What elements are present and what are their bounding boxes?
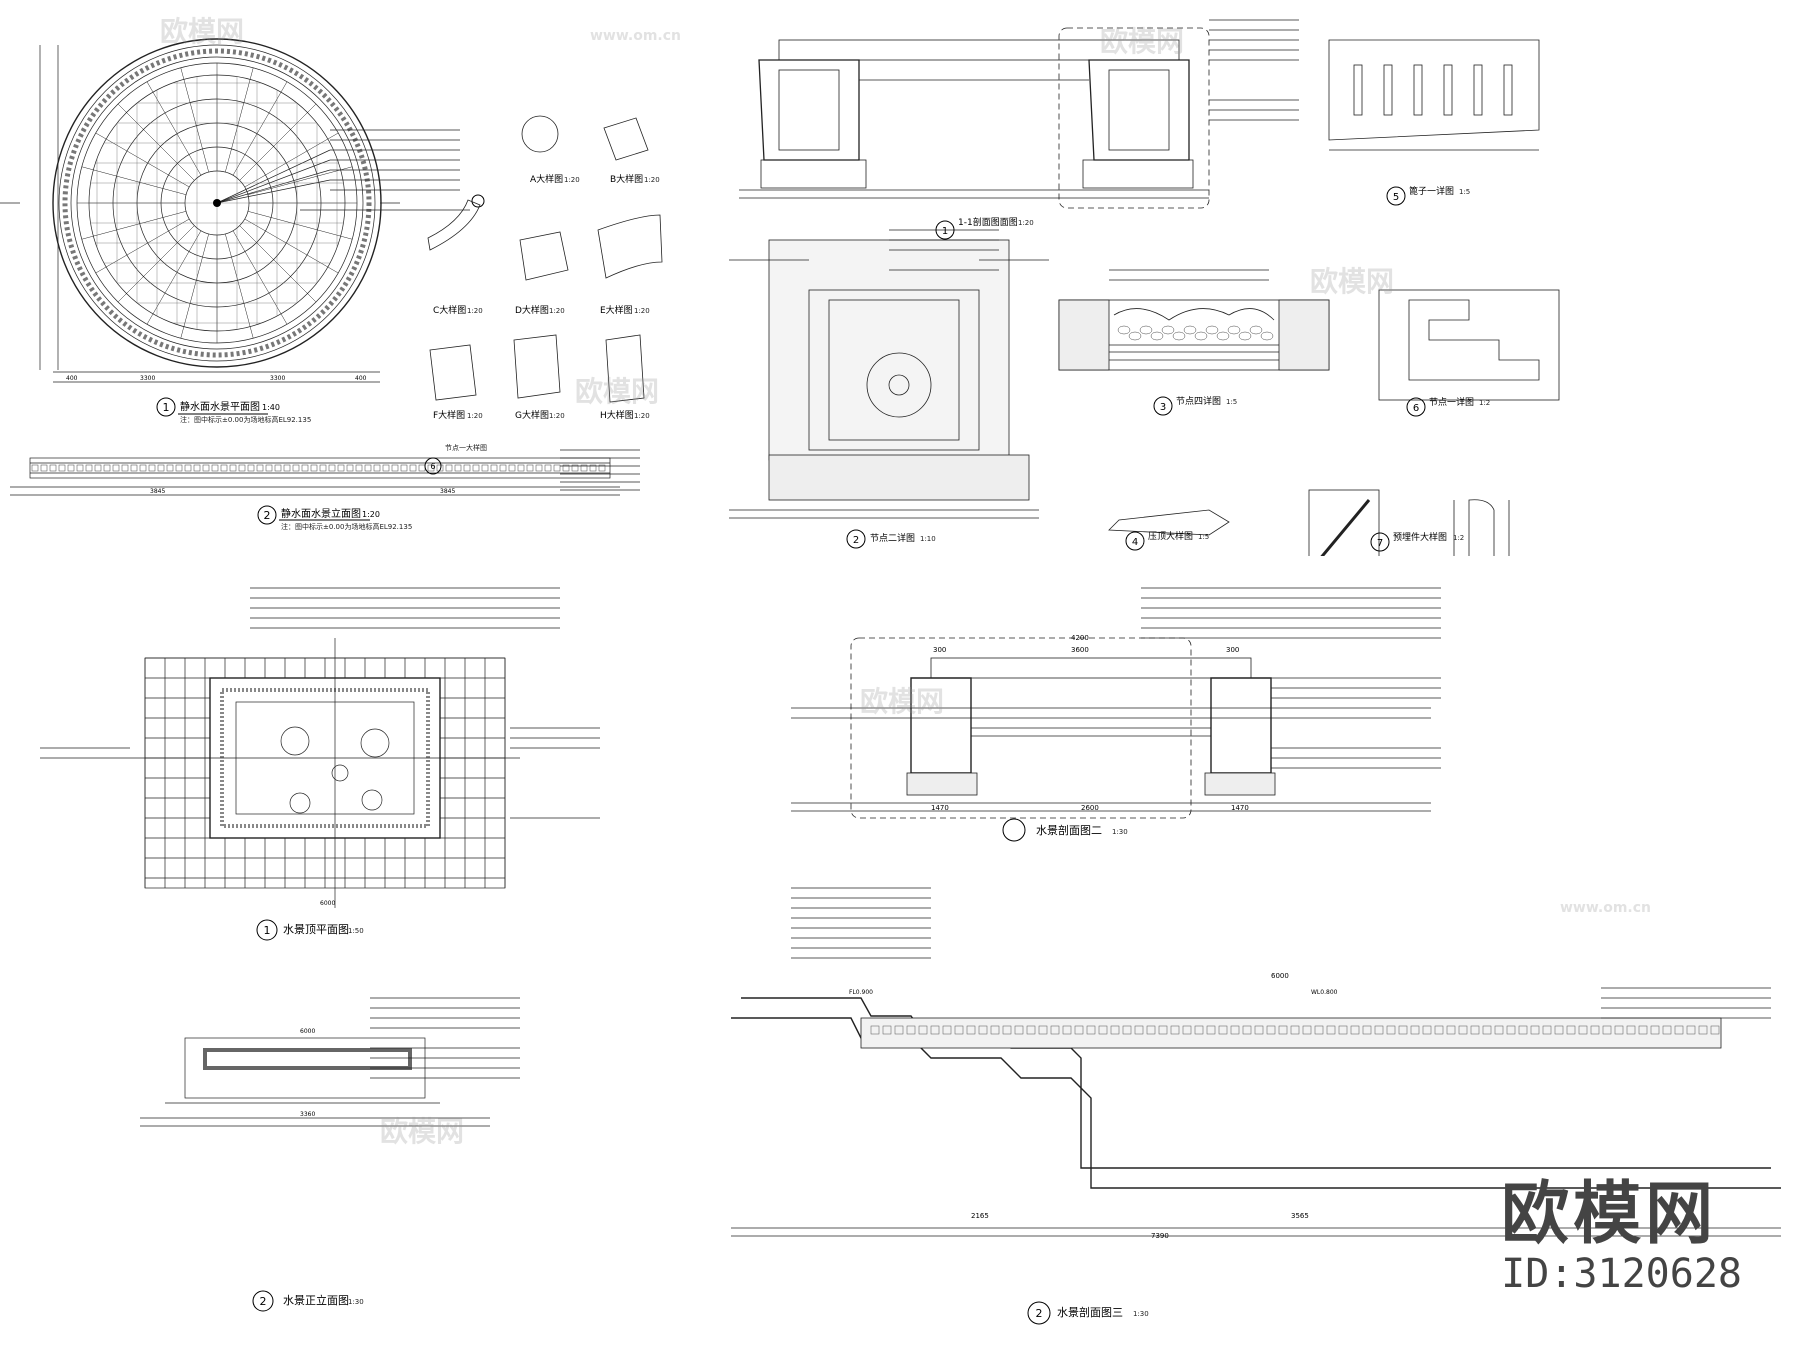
sec3-dim-7390: 7390 [1151, 1232, 1169, 1240]
elevation-title: 静水面水景立面图 [281, 507, 361, 520]
circular-pool-plan: 1 静水面水景平面图 1:40 注：图中标示±0.00为场地标高EL92.135… [0, 38, 663, 531]
rect-plan-scale: 1:50 [348, 927, 364, 935]
section-1-title: 1-1剖面图面图 [958, 216, 1018, 228]
drawing-panel-rect-pool: 1 水景顶平面图 1:50 2 水景正立面图 1:30 6000 3360 60… [0, 578, 656, 1350]
detail-h-title: H大样图 [600, 409, 634, 421]
detail-b-title: B大样图 [610, 173, 643, 185]
section3-title: 水景剖面图三 [1057, 1305, 1123, 1319]
rect-elev-scale: 1:30 [348, 1298, 364, 1306]
elevation-callout-number: 2 [264, 509, 271, 522]
node4-title: 压顶大样图 [1148, 530, 1193, 542]
sec3-dim-3565: 3565 [1291, 1212, 1309, 1220]
rect-elev-number: 2 [260, 1295, 267, 1308]
section-details: 1 1-1剖面图面图 1:20 2 节点二详图 1:10 3 节点四详图 1:5… [729, 19, 1560, 556]
elevation-note: 注：图中标示±0.00为场地标高EL92.135 [281, 522, 412, 531]
detail-f-title: F大样图 [433, 409, 465, 421]
plan-title: 静水面水景平面图 [180, 400, 260, 413]
node3-title: 节点四详图 [1176, 395, 1221, 407]
rect-plan-number: 1 [264, 924, 271, 937]
plan-scale: 1:40 [262, 403, 280, 412]
embed-number: 7 [1377, 538, 1383, 549]
node-callout-text: 节点一大样图 [445, 443, 487, 452]
node-callout-number: 6 [430, 462, 435, 471]
rect-dim-elev-top: 6000 [300, 1028, 315, 1035]
dim-bottom-1: 400 [66, 375, 78, 382]
dim-elev-2: 3845 [440, 488, 455, 495]
node4-scale: 1:5 [1198, 533, 1209, 541]
node4-number: 4 [1132, 537, 1138, 548]
brand-id: ID:3120628 [1501, 1251, 1742, 1297]
detail-g-title: G大样图 [515, 409, 549, 421]
node6-number: 6 [1413, 403, 1419, 414]
waterfeature-sections: 水景剖面图二 1:30 2 水景剖面图三 1:30 4200 3600 300 … [731, 587, 1781, 1325]
node2-number: 2 [853, 535, 859, 546]
detail-c-scale: 1:20 [467, 307, 483, 315]
plan-callout-number: 1 [163, 401, 170, 414]
rect-dim-elev: 3360 [300, 1111, 315, 1118]
node6-scale: 1:2 [1479, 399, 1490, 407]
detail-g-scale: 1:20 [549, 412, 565, 420]
drawing-panel-plan-circle: 1 静水面水景平面图 1:40 注：图中标示±0.00为场地标高EL92.135… [0, 0, 697, 562]
sec2-dim-300b: 300 [1226, 646, 1239, 654]
rect-dim-plan: 6000 [320, 900, 335, 907]
detail-d-title: D大样图 [515, 304, 549, 316]
embed-title: 预埋件大样图 [1393, 531, 1447, 543]
brand-logo-text: 欧模网 [1501, 1175, 1718, 1254]
grate-scale: 1:5 [1459, 188, 1470, 196]
sec2-dim-3600: 3600 [1071, 646, 1089, 654]
dim-elev-1: 3845 [150, 488, 165, 495]
sec2-dim-1470b: 1470 [1231, 804, 1249, 812]
sec3-level-fl: FL0.900 [849, 989, 873, 996]
embed-scale: 1:2 [1453, 534, 1464, 542]
grate-number: 5 [1393, 192, 1399, 203]
detail-d-scale: 1:20 [549, 307, 565, 315]
node3-number: 3 [1160, 402, 1166, 413]
sec3-dim-6000: 6000 [1271, 972, 1289, 980]
dim-bottom-3: 3300 [270, 375, 285, 382]
node2-title: 节点二详图 [870, 532, 915, 544]
rect-plan-title: 水景顶平面图 [283, 923, 349, 936]
node6-title: 节点一详图 [1429, 396, 1474, 408]
detail-c-title: C大样图 [433, 304, 466, 316]
dim-bottom-4: 400 [355, 375, 367, 382]
detail-b-scale: 1:20 [644, 176, 660, 184]
node3-scale: 1:5 [1226, 398, 1237, 406]
node2-scale: 1:10 [920, 535, 936, 543]
sec2-dim-2600: 2600 [1081, 804, 1099, 812]
sec2-dim-1470a: 1470 [931, 804, 949, 812]
dim-bottom-2: 3300 [140, 375, 155, 382]
detail-f-scale: 1:20 [467, 412, 483, 420]
detail-e-scale: 1:20 [634, 307, 650, 315]
rect-pool-plan: 1 水景顶平面图 1:50 2 水景正立面图 1:30 6000 3360 60… [40, 587, 600, 1312]
section3-scale: 1:30 [1133, 1310, 1149, 1318]
detail-a-scale: 1:20 [564, 176, 580, 184]
elevation-scale: 1:20 [362, 510, 380, 519]
detail-e-title: E大样图 [600, 304, 633, 316]
sec2-dim-4200: 4200 [1071, 634, 1089, 642]
sec2-dim-300a: 300 [933, 646, 946, 654]
section2-title: 水景剖面图二 [1036, 823, 1102, 837]
plan-note: 注：图中标示±0.00为场地标高EL92.135 [180, 415, 311, 424]
sec3-dim-2165: 2165 [971, 1212, 989, 1220]
section2-scale: 1:30 [1112, 828, 1128, 836]
rect-elev-title: 水景正立面图 [283, 1293, 349, 1307]
grate-title: 篦子一详图 [1409, 185, 1454, 197]
detail-h-scale: 1:20 [634, 412, 650, 420]
sec3-level-wl: WL0.800 [1311, 989, 1338, 996]
drawing-panel-sections-2: 水景剖面图二 1:30 2 水景剖面图三 1:30 4200 3600 300 … [671, 578, 1800, 1350]
detail-a-title: A大样图 [530, 173, 563, 185]
drawing-panel-sections: 1 1-1剖面图面图 1:20 2 节点二详图 1:10 3 节点四详图 1:5… [709, 0, 1800, 556]
section3-number: 2 [1036, 1307, 1043, 1320]
section-1-number: 1 [942, 226, 948, 237]
section-1-scale: 1:20 [1018, 219, 1034, 227]
brand-block: 欧模网 ID:3120628 [1501, 1158, 1742, 1297]
